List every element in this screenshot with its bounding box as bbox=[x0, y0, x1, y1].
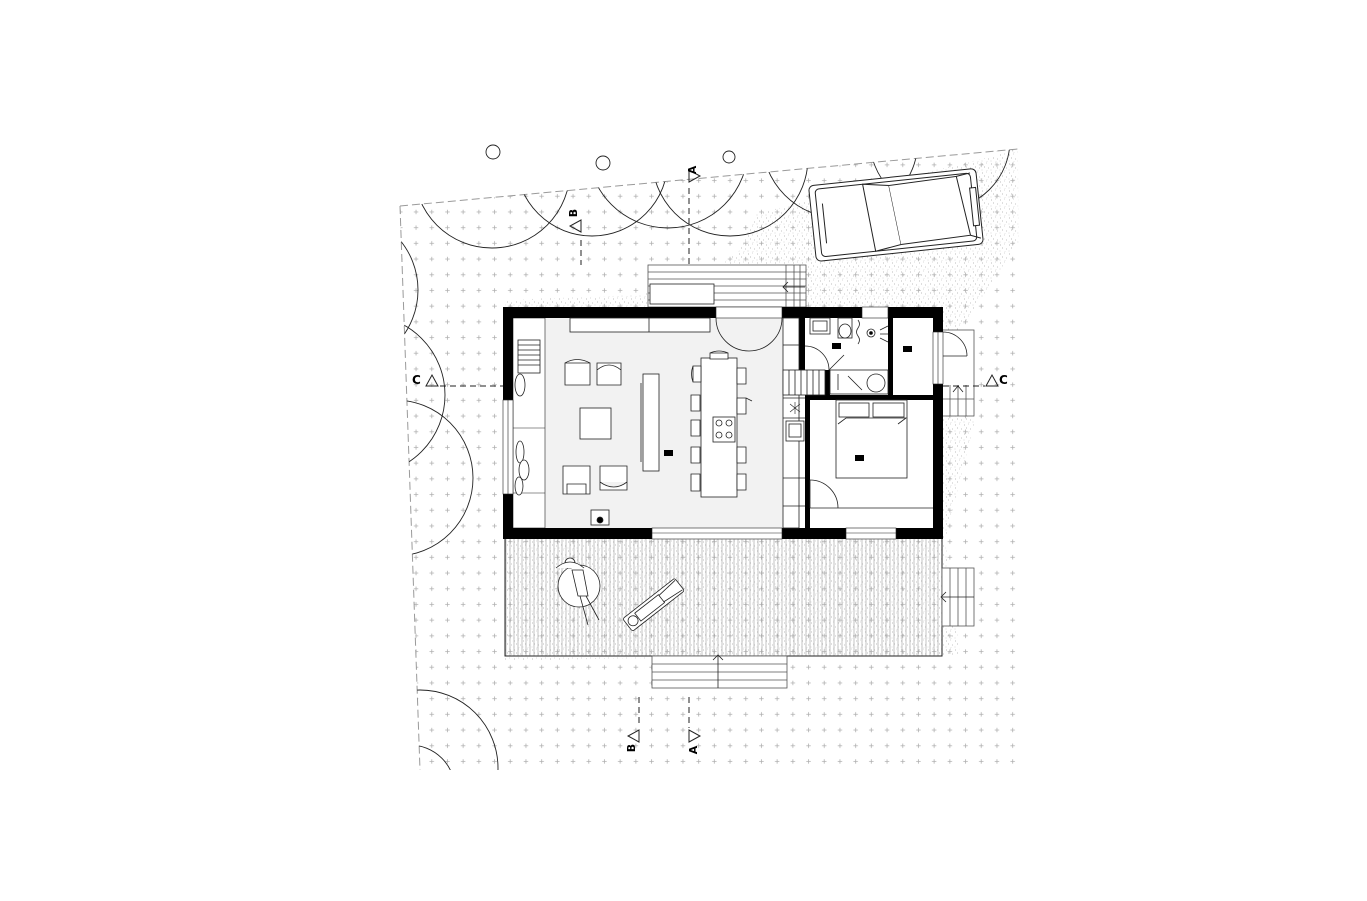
east-steps bbox=[940, 329, 975, 627]
section-label-c-west: C bbox=[412, 373, 421, 387]
section-label-b-south: B bbox=[625, 744, 638, 752]
section-label-b-north: B bbox=[567, 209, 580, 217]
section-label-a-south: A bbox=[687, 745, 700, 754]
window-openings bbox=[502, 306, 944, 540]
dining-table bbox=[700, 357, 738, 498]
tree-trunks bbox=[485, 144, 736, 171]
stairs bbox=[782, 369, 826, 396]
car bbox=[808, 168, 984, 262]
door-swings bbox=[715, 317, 968, 509]
room-number-utility: 3 bbox=[905, 347, 909, 354]
interior-walls bbox=[799, 318, 933, 528]
people-sunbathing bbox=[555, 557, 685, 631]
room-number-bathroom: 2 bbox=[834, 344, 838, 351]
north-entry-deck bbox=[647, 264, 807, 308]
bed bbox=[835, 399, 908, 479]
room-number-living: 1 bbox=[666, 451, 670, 458]
living-furniture bbox=[514, 339, 660, 526]
section-line-a bbox=[688, 169, 702, 743]
section-line-b bbox=[568, 219, 640, 743]
bathroom-fixtures bbox=[809, 317, 889, 395]
section-label-a-north: A bbox=[686, 165, 699, 174]
room-number-bedroom: 4 bbox=[857, 456, 861, 463]
dining-chairs bbox=[690, 350, 753, 492]
section-label-c-east: C bbox=[999, 373, 1008, 387]
room-labels: 1 2 3 4 bbox=[664, 343, 912, 463]
section-line-c bbox=[425, 373, 999, 387]
south-steps bbox=[651, 654, 788, 689]
